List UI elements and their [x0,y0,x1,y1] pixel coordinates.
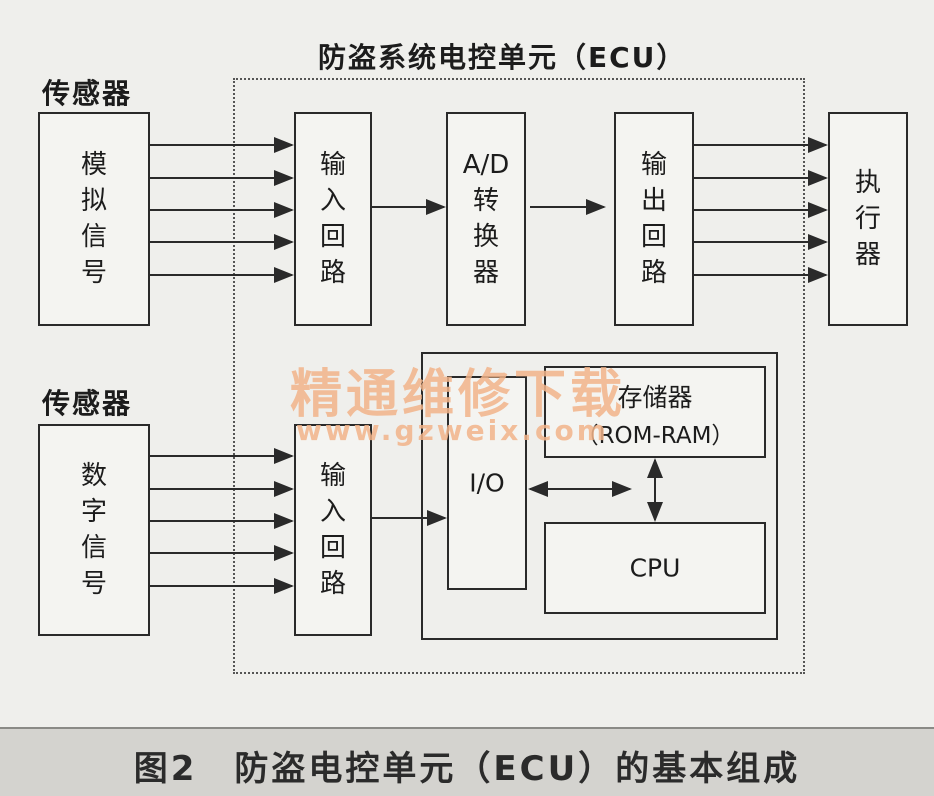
actuator-text: 执 行 器 [854,168,881,270]
caption-bar: 图2 防盗电控单元（ECU）的基本组成 [0,727,934,796]
sensor-bottom-title: 传感器 [42,387,133,420]
input-circuit-top-text: 输 入 回 路 [319,150,346,288]
digital-sensor-box: 数 字 信 号 [38,424,150,636]
memory-box: 存储器 （ROM-RAM） [544,366,766,458]
input-circuit-top-box: 输 入 回 路 [294,112,372,326]
figure-caption: 图2 防盗电控单元（ECU）的基本组成 [133,749,801,789]
sensor-top-title: 传感器 [42,77,133,110]
output-circuit-box: 输 出 回 路 [614,112,694,326]
ecu-title: 防盗系统电控单元（ECU） [318,41,687,74]
digital-signal-text: 数 字 信 号 [80,461,107,599]
output-circuit-text: 输 出 回 路 [640,150,667,288]
io-box: I/O [447,376,527,590]
watermark-url: www.gzweix.com [296,414,609,447]
memory-label: 存储器 [617,383,693,412]
input-circuit-bottom-box: 输 入 回 路 [294,424,372,636]
memory-sublabel: （ROM-RAM） [575,423,735,449]
cpu-text: CPU [629,553,681,583]
input-circuit-bottom-text: 输 入 回 路 [319,461,346,599]
ecu-boundary [233,78,805,674]
analog-signal-text: 模 拟 信 号 [80,150,107,288]
watermark-title: 精通维修下载 [290,365,627,425]
analog-sensor-box: 模 拟 信 号 [38,112,150,326]
cpu-box: CPU [544,522,766,614]
microcomputer-box [421,352,778,640]
ad-converter-box: A/D 转 换 器 [446,112,526,326]
io-text: I/O [469,468,505,498]
actuator-box: 执 行 器 [828,112,908,326]
ad-converter-text: A/D 转 换 器 [462,150,510,288]
